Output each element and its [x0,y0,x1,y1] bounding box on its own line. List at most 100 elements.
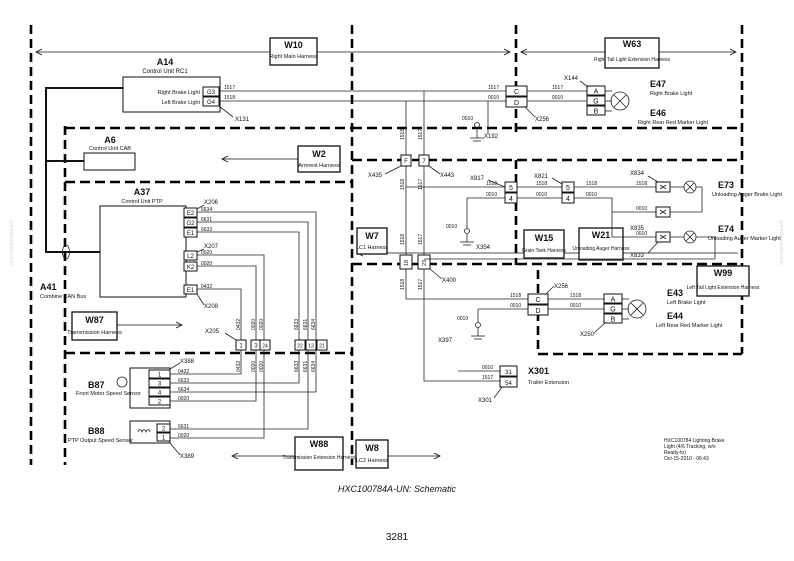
connector-x443: X443 [440,173,455,179]
stamp-line: Light (4/6 Tracking, w/o [664,444,716,450]
connector-x400: X400 [442,278,457,284]
harness-w10-name: Right Main Harness [269,54,318,60]
b87-pin: 4 [158,391,162,397]
connector-x834: X834 [630,171,645,177]
e73-code: E73 [718,180,734,190]
ground-ring-terminal [475,322,481,328]
connector-mark [659,209,667,215]
leader-line [196,204,205,210]
wire-label: 0010 [457,316,468,322]
leader-line [647,175,659,183]
x301-pin-box [499,365,518,377]
wire-0432 [170,350,242,375]
stamp-line: Ready-to) [664,450,686,456]
b88-pin: 1 [162,436,166,442]
wire-label: 1518 [400,279,406,290]
x205-pin-21: 21 [319,344,325,350]
x205-pin-box [305,339,317,351]
x821-pin-5: 5 [566,185,570,192]
wire-label: 1517 [418,179,424,190]
wire-label: 1518 [586,181,597,187]
connector-x256-left: X256 [554,284,569,290]
x144-pin-box [586,105,606,116]
wire-label: 0432 [236,319,242,330]
e44-code: E44 [667,311,683,321]
x821-pin-4: 4 [566,196,570,203]
e73-name: Unloading Auger Brake Light [712,192,782,198]
x256-pin-c: C [514,89,519,96]
wire-label: 1518 [400,129,406,140]
wire-label: 0020 [259,361,265,372]
figure-caption: HXC100784A-UN: Schematic [337,484,457,494]
wire-label: 0432 [236,361,242,372]
ground-ring-terminal [464,228,470,234]
x400-pin-23: 23 [422,260,428,266]
harness-w87-box [71,311,118,341]
wire-label: 0010 [570,303,581,309]
x205-pin-13: 13 [308,344,314,350]
b87-pin-box [148,369,171,379]
a14-pin-box [202,86,220,97]
wire-label: 0020 [178,433,189,439]
b88-pin: 2 [162,427,166,433]
wire-label: 6634 [178,387,189,393]
a37-pin-l2: L2 [187,254,194,260]
leader-line [384,165,402,175]
e43-code: E43 [667,288,683,298]
watermark-left: greenfarmparts.com [8,220,14,265]
wire-0020 [170,350,257,402]
leader-line [493,386,503,399]
a37-pin-g2: G2 [186,221,195,227]
leader-line [196,293,205,306]
harness-w2-box [297,145,341,173]
e74-name: Unloading Auger Marker Light [708,236,781,242]
x205-pin-box [316,339,328,351]
connector-x256: X256 [535,117,550,123]
leader-line [429,268,443,280]
harness-w63-code: W63 [623,39,642,49]
a37-pin-e2: E2 [187,211,195,217]
connector-x144: X144 [564,76,579,82]
harness-arrow-head [503,48,511,56]
harness-arrow-head [231,452,239,460]
harness-w15-box [523,229,565,259]
x250-pin-box [603,293,623,304]
connector-x435: X435 [368,173,383,179]
harness-w8-box [355,439,389,469]
leader-line [169,362,181,370]
a14-pin-g3: G3 [207,90,216,96]
a14-pin-box [202,96,220,107]
wire-label: 0010 [552,95,563,101]
wire-label: 6631 [178,424,189,430]
wire-label: 1518 [486,181,497,187]
x144-pin-a: A [594,89,599,96]
a14-pin-g4: G4 [207,100,216,106]
leader-line [428,165,441,175]
wire-label: 0010 [586,192,597,198]
harness-arrow-head [520,48,528,56]
leader-line [218,105,234,118]
x443-pin-7: 7 [422,159,426,165]
left-lamp-icon [627,299,647,319]
harness-w7-name: LC1 Harness [356,245,388,251]
wire-0020 [170,350,265,439]
a37-name: Control Unit PTP [121,199,163,205]
e44-name: Left Rear Red Marker Light [656,323,723,329]
x205-pin-22: 22 [297,344,303,350]
can-bus-line [45,87,123,253]
leader-line [524,106,536,118]
harness-w88-box [294,436,344,471]
wire-label: 0020 [178,396,189,402]
can-bus-twist-symbol [62,244,70,260]
lamp-filament [685,182,695,192]
b87-pin: 3 [158,382,162,388]
b88-name: PTP Output Speed Sensor [68,438,133,444]
wire-label: 6631 [303,361,309,372]
wire-label: 0010 [636,231,647,237]
x250-pin-a: A [611,297,616,304]
a14-name: Control Unit RC1 [142,69,188,75]
harness-w2-name: Armrest Harness [298,163,340,169]
x250-pin-box [603,313,623,324]
x817-pin-5: 5 [509,185,513,192]
